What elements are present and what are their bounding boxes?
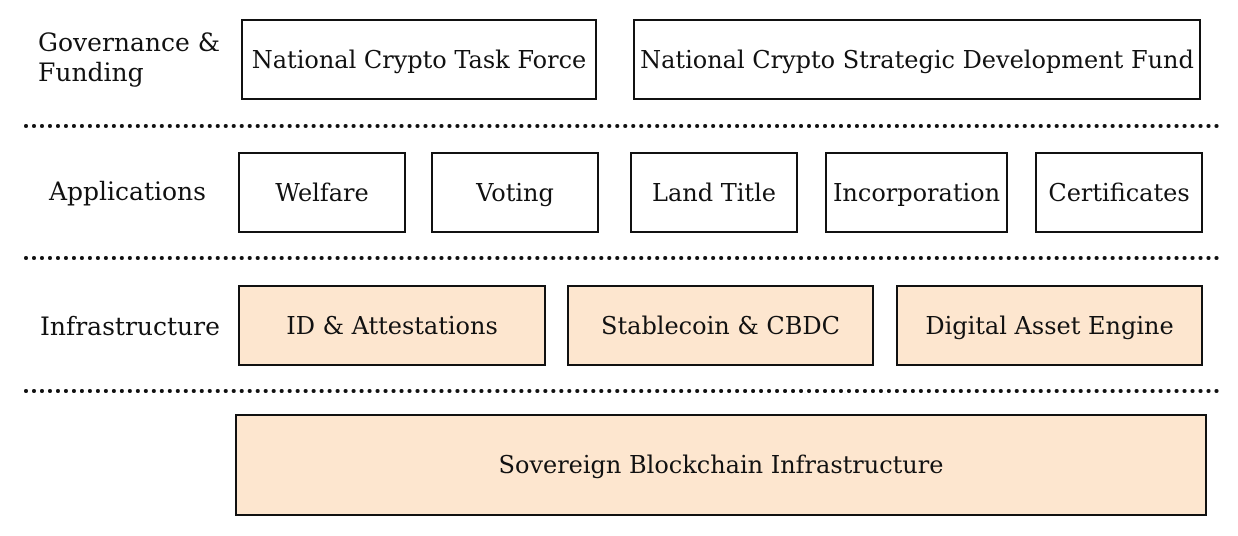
box-national-crypto-task-force: National Crypto Task Force xyxy=(241,19,597,100)
box-national-crypto-strategic-development-fund: National Crypto Strategic Development Fu… xyxy=(633,19,1201,100)
layer-divider xyxy=(24,256,1220,260)
layer-divider xyxy=(24,389,1220,393)
box-sovereign-blockchain-infrastructure: Sovereign Blockchain Infrastructure xyxy=(235,414,1207,516)
box-welfare: Welfare xyxy=(238,152,406,233)
box-incorporation: Incorporation xyxy=(825,152,1008,233)
layer-label-applications: Applications xyxy=(49,177,206,206)
box-digital-asset-engine: Digital Asset Engine xyxy=(896,285,1203,366)
box-certificates: Certificates xyxy=(1035,152,1203,233)
box-stablecoin-cbdc: Stablecoin & CBDC xyxy=(567,285,874,366)
box-voting: Voting xyxy=(431,152,599,233)
box-id-attestations: ID & Attestations xyxy=(238,285,546,366)
layer-divider xyxy=(24,124,1220,128)
box-land-title: Land Title xyxy=(630,152,798,233)
layer-label-infrastructure: Infrastructure xyxy=(40,312,220,341)
layer-label-governance: Governance & Funding xyxy=(38,28,220,87)
